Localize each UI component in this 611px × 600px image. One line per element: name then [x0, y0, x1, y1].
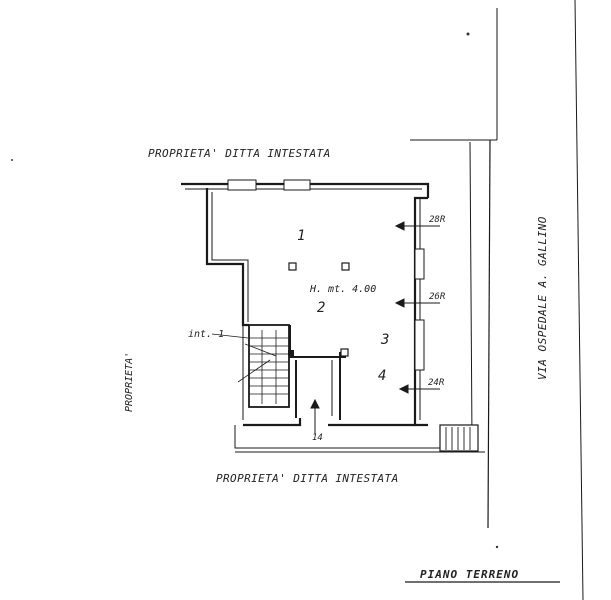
stair-note-leader — [211, 333, 249, 339]
owner-label-top: PROPRIETA' DITTA INTESTATA — [148, 147, 331, 160]
street-edge — [469, 139, 491, 529]
entry-door-number: 14 — [312, 433, 323, 443]
door-number-26r: 26R — [429, 292, 446, 302]
height-note: H. mt. 4.00 — [309, 284, 376, 295]
ground-plinth — [234, 424, 485, 453]
floor-title: PIANO TERRENO — [420, 568, 519, 581]
room-number-3: 3 — [380, 332, 389, 348]
room-number-2: 2 — [317, 300, 325, 316]
owner-label-left: PROPRIETA' — [124, 352, 135, 412]
stair-treads — [237, 330, 289, 404]
stair-note: int. 1 — [188, 329, 224, 340]
paper-specks — [11, 32, 499, 549]
door-number-24r: 24R — [428, 378, 445, 388]
building-outline — [181, 179, 430, 427]
door-number-28r: 28R — [429, 215, 446, 225]
street-label: VIA OSPEDALE A. GALLINO — [536, 216, 549, 380]
sheet-border — [410, 0, 584, 600]
owner-label-bottom: PROPRIETA' DITTA INTESTATA — [216, 472, 399, 485]
room-number-1: 1 — [297, 228, 305, 244]
door-arrows — [310, 221, 440, 434]
room-number-4: 4 — [378, 368, 386, 384]
